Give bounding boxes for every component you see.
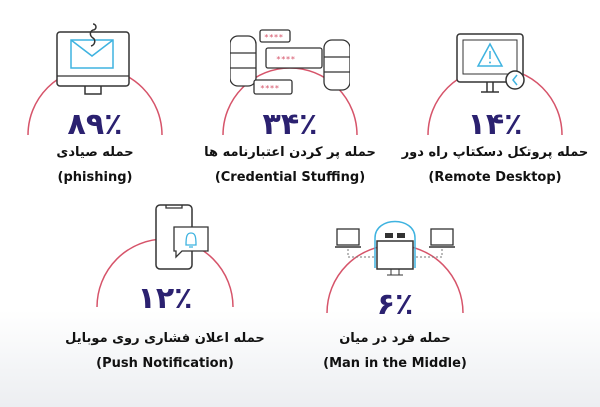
- phone-bell-icon: [155, 204, 209, 270]
- hacker-laptops-icon: [335, 220, 455, 276]
- title-fa: حمله پر کردن اعتبارنامه ها: [204, 145, 376, 160]
- title-en: (Remote Desktop): [428, 170, 562, 185]
- title-en: (phishing): [57, 170, 133, 185]
- stat-man-in-the-middle: ۶٪ حمله فرد در میان (Man in the Middle): [275, 195, 515, 395]
- svg-text:****: ****: [264, 33, 283, 42]
- title-fa: حمله صیادی: [56, 145, 134, 160]
- svg-text:****: ****: [276, 55, 295, 64]
- percent-value: ۶٪: [376, 287, 414, 322]
- title-fa: حمله پروتکل دسکتاپ راه دور: [401, 145, 589, 160]
- phishing-monitor-icon: [56, 23, 130, 95]
- title-en: (Push Notification): [96, 356, 234, 371]
- percent-value: ۱۲٪: [137, 281, 193, 316]
- percent-value: ۸۹٪: [67, 107, 123, 142]
- title-en: (Credential Stuffing): [214, 170, 366, 185]
- stat-remote-desktop: ۱۴٪ حمله پروتکل دسکتاپ راه دور (Remote D…: [375, 0, 600, 200]
- percent-value: ۱۴٪: [467, 107, 523, 142]
- svg-text:****: ****: [260, 84, 279, 93]
- stat-push-notification: ۱۲٪ حمله اعلان فشاری روی موبایل (Push No…: [45, 195, 285, 395]
- stat-phishing: ۸۹٪ حمله صیادی (phishing): [0, 0, 215, 200]
- database-password-icon: **** **** ****: [230, 29, 350, 95]
- title-fa: حمله فرد در میان: [339, 331, 451, 346]
- title-fa: حمله اعلان فشاری روی موبایل: [65, 331, 265, 346]
- monitor-warning-icon: [456, 33, 525, 93]
- stat-credential-stuffing: **** **** **** ۳۴٪ حمله پر کردن اعتبارنامه…: [170, 0, 410, 200]
- title-en: (Man in the Middle): [323, 356, 467, 371]
- percent-value: ۳۴٪: [262, 107, 318, 142]
